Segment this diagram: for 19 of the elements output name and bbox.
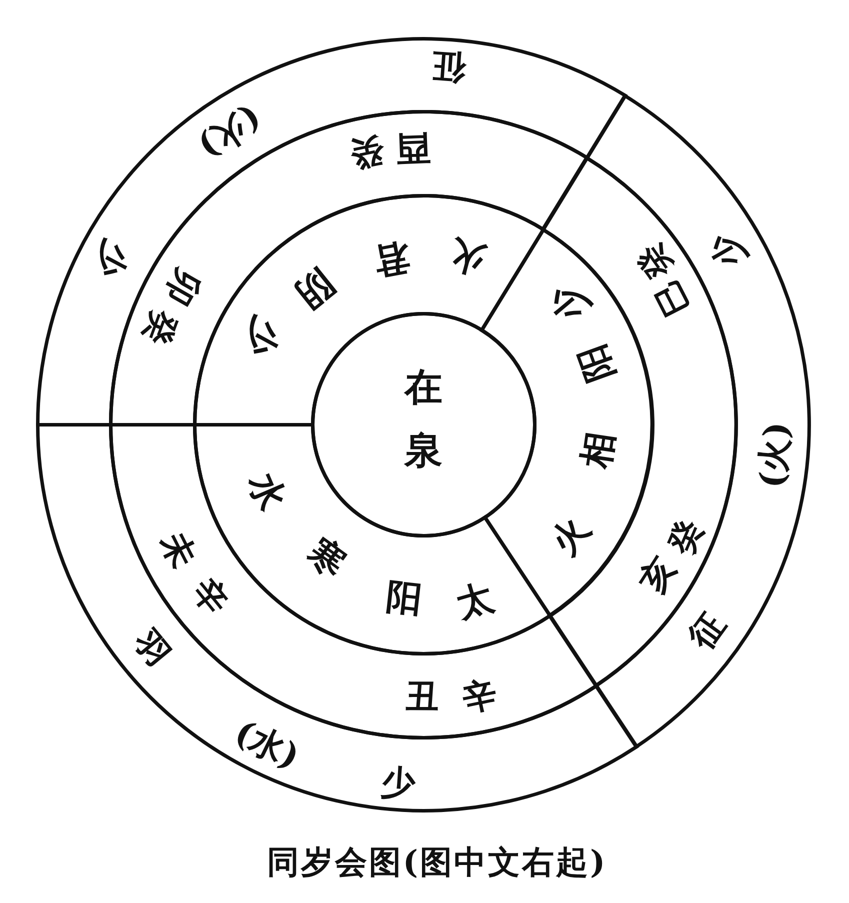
tone-text: (火) xyxy=(756,422,795,489)
tone-text: 少 xyxy=(704,226,751,274)
year-text: 癸亥 xyxy=(634,514,708,598)
qi-text: 少阴君火 xyxy=(238,234,490,362)
year-text: 癸酉 xyxy=(346,130,430,172)
tone-text: 少 xyxy=(380,764,417,802)
tone-text: 征 xyxy=(684,608,732,656)
year-text: 癸卯 xyxy=(138,264,206,350)
tone-text: (水) xyxy=(230,716,304,774)
year-text: 辛未 xyxy=(156,526,234,621)
year-text: 辛丑 xyxy=(404,677,500,718)
tone-text: (火) xyxy=(194,100,267,164)
tone-text: 少 xyxy=(88,236,134,282)
tone-text: 征 xyxy=(430,48,467,85)
tone-text: 羽 xyxy=(128,624,176,673)
ring-segment xyxy=(34,422,640,814)
year-text: 癸巳 xyxy=(632,237,695,321)
qi-text: 少阳相火 xyxy=(544,278,619,561)
figure-caption: 同岁会图(图中文右起) xyxy=(266,843,608,882)
